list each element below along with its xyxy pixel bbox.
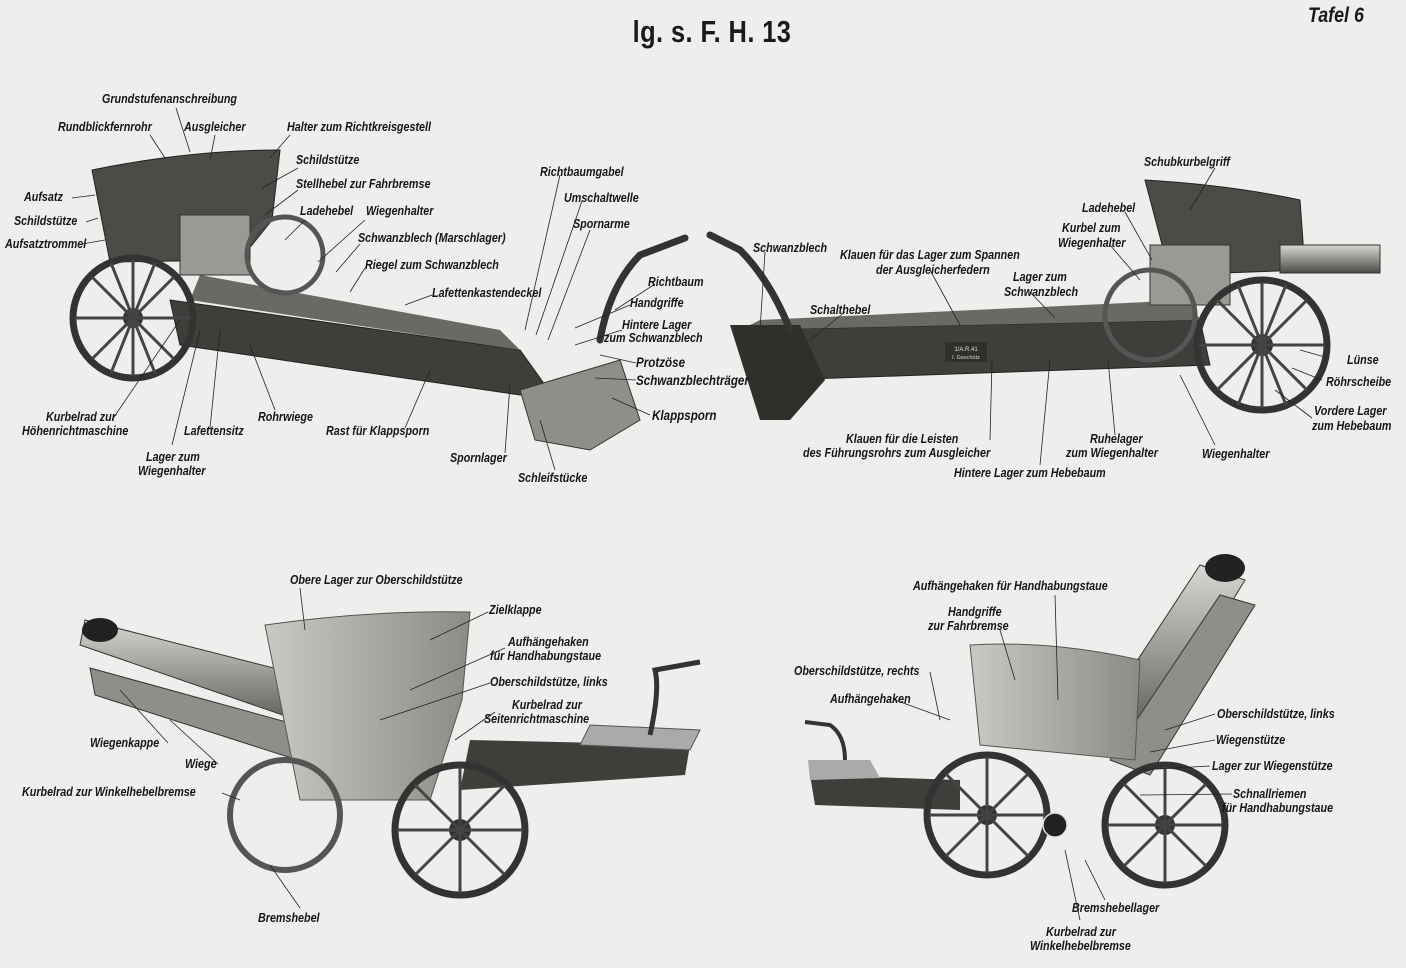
label-kurbelrad-hoehen: Kurbelrad zur <box>46 410 116 424</box>
label-bremshebel: Bremshebel <box>258 911 320 925</box>
label-winkelhebelbremse-br: Winkelhebelbremse <box>1030 939 1131 953</box>
label-klauen-lager: Klauen für das Lager zum Spannen <box>840 248 1020 262</box>
label-aufsatz: Aufsatz <box>24 190 63 204</box>
label-schubkurbelgriff: Schubkurbelgriff <box>1144 155 1230 169</box>
label-wiege: Wiege <box>185 757 217 771</box>
bottom-right-gun <box>804 554 1256 889</box>
label-wiegenhalter-right: Wiegenhalter <box>1202 447 1270 461</box>
wheel <box>1193 276 1331 414</box>
label-schildstuetze-left: Schildstütze <box>14 214 78 228</box>
label-hoehenrichtmaschine: Höhenrichtmaschine <box>22 424 129 438</box>
label-lager-wiegenstuetze: Lager zur Wiegenstütze <box>1212 759 1333 773</box>
label-riegel-schwanzblech: Riegel zum Schwanzblech <box>365 258 499 272</box>
wheel <box>923 751 1051 879</box>
label-roehrscheibe: Röhrscheibe <box>1326 375 1392 389</box>
label-lager-zum-right: Lager zum <box>1013 270 1067 284</box>
label-schwanzblechtraeger: Schwanzblechträger <box>636 373 749 388</box>
trail-marking-line2: I. Geschütz <box>952 355 980 361</box>
wheel <box>1101 761 1229 889</box>
label-handhabungstaue-br: für Handhabungstaue <box>1222 801 1334 815</box>
label-kurbelrad-zur-br: Kurbelrad zur <box>1046 925 1116 939</box>
label-aufhaengehaken-handhabungstaue: Aufhängehaken für Handhabungstaue <box>913 579 1108 593</box>
label-handgriffe-br: Handgriffe <box>948 605 1002 619</box>
label-schalthebel: Schalthebel <box>810 303 871 317</box>
label-umschaltwelle: Umschaltwelle <box>564 191 639 205</box>
label-lafettensitz: Lafettensitz <box>184 424 244 438</box>
label-zum-schwanzblech-top: zum Schwanzblech <box>604 331 703 345</box>
trail-marking-line1: 1/A.R.41 <box>954 347 978 353</box>
label-ladehebel-right: Ladehebel <box>1082 201 1136 215</box>
label-hintere-lager: Hintere Lager <box>622 318 692 332</box>
wheel <box>69 254 197 382</box>
top-left-carriage <box>69 149 689 451</box>
label-rast-klappsporn: Rast für Klappsporn <box>326 424 430 438</box>
label-stellhebel-fahrbremse: Stellhebel zur Fahrbremse <box>296 177 431 191</box>
label-handhabungstaue-bl: für Handhabungstaue <box>490 649 602 663</box>
label-spornlager: Spornlager <box>450 451 507 465</box>
label-oberschildstuetze-links-br: Oberschildstütze, links <box>1217 707 1335 721</box>
label-lafettenkastendeckel: Lafettenkastendeckel <box>432 286 542 300</box>
label-kurbelrad-seiten: Kurbelrad zur <box>512 698 582 712</box>
leader-lines <box>71 107 1326 921</box>
label-kurbelrad-winkelhebel-bl: Kurbelrad zur Winkelhebelbremse <box>22 785 196 799</box>
label-kurbel-zum: Kurbel zum <box>1062 221 1121 235</box>
label-obere-lager: Obere Lager zur Oberschildstütze <box>290 573 463 587</box>
label-zum-wiegenhalter: zum Wiegenhalter <box>1066 446 1158 460</box>
label-schwanzblech-right: Schwanzblech <box>753 241 828 255</box>
label-vordere-lager: Vordere Lager <box>1314 404 1387 418</box>
label-schildstuetze-top: Schildstütze <box>296 153 360 167</box>
label-rundblickfernrohr: Rundblickfernrohr <box>58 120 152 134</box>
label-handgriffe-top: Handgriffe <box>630 296 684 310</box>
top-right-carriage: 1/A.R.41 I. Geschütz <box>706 179 1381 420</box>
label-halter-richtkreisgestell: Halter zum Richtkreisgestell <box>287 120 431 134</box>
label-wiegenhalter-left: Wiegenhalter <box>366 204 434 218</box>
label-richtbaumgabel: Richtbaumgabel <box>540 165 624 179</box>
label-grundstufenanschreibung: Grundstufenanschreibung <box>102 92 237 106</box>
label-ausgleicher: Ausgleicher <box>184 120 246 134</box>
label-wiegenkappe: Wiegenkappe <box>90 736 160 750</box>
label-klauen-leisten: Klauen für die Leisten <box>846 432 959 446</box>
label-zum-hebebaum: zum Hebebaum <box>1312 419 1392 433</box>
plate-number: Tafel 6 <box>1308 4 1364 27</box>
label-schnallriemen: Schnallriemen <box>1233 787 1307 801</box>
label-rohrwiege: Rohrwiege <box>258 410 313 424</box>
label-spornarme: Spornarme <box>573 217 630 231</box>
label-oberschildstuetze-rechts: Oberschildstütze, rechts <box>794 664 920 678</box>
label-schwanzblech-marschlager: Schwanzblech (Marschlager) <box>358 231 506 245</box>
label-wiegenhalter-kurbel: Wiegenhalter <box>1058 236 1126 250</box>
label-aufhaengehaken-bl: Aufhängehaken <box>508 635 589 649</box>
label-hintere-lager-hebebaum: Hintere Lager zum Hebebaum <box>954 466 1106 480</box>
label-protzoese: Protzöse <box>636 355 686 370</box>
label-klappsporn: Klappsporn <box>652 408 717 423</box>
wheel <box>391 761 529 899</box>
label-richtbaum: Richtbaum <box>648 275 704 289</box>
label-aufsatztrommel: Aufsatztrommel <box>5 237 87 251</box>
label-wiegenstuetze: Wiegenstütze <box>1216 733 1286 747</box>
label-ausgleicherfedern: der Ausgleicherfedern <box>876 263 990 277</box>
label-oberschildstuetze-links-bl: Oberschildstütze, links <box>490 675 608 689</box>
label-zur-fahrbremse: zur Fahrbremse <box>928 619 1009 633</box>
label-lager-zum: Lager zum <box>146 450 200 464</box>
bottom-left-gun <box>79 611 701 899</box>
label-wiegenhalter-lager: Wiegenhalter <box>138 464 206 478</box>
label-fuehrungsrohr: des Führungsrohrs zum Ausgleicher <box>803 446 991 460</box>
label-bremshebellager: Bremshebellager <box>1072 901 1160 915</box>
plate-title: lg. s. F. H. 13 <box>632 14 792 49</box>
label-ruhelager: Ruhelager <box>1090 432 1143 446</box>
label-zielklappe: Zielklappe <box>489 603 542 617</box>
label-schwanzblech-lager: Schwanzblech <box>1004 285 1079 299</box>
label-schleifstuecke: Schleifstücke <box>518 471 588 485</box>
label-seitenrichtmaschine: Seitenrichtmaschine <box>484 712 590 726</box>
label-luense: Lünse <box>1347 353 1379 367</box>
label-aufhaengehaken-br: Aufhängehaken <box>830 692 911 706</box>
label-ladehebel-left: Ladehebel <box>300 204 354 218</box>
